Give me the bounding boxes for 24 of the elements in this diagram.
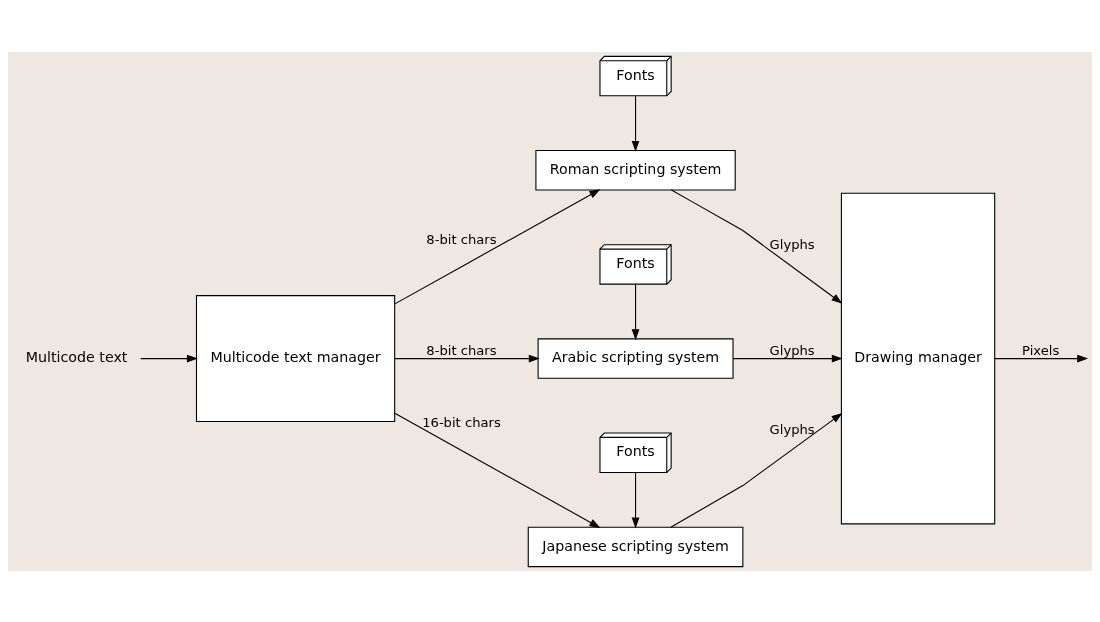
arrow — [670, 188, 843, 304]
arrow — [994, 354, 1089, 362]
node-box: Japanese scripting system — [527, 526, 744, 567]
arrow — [394, 354, 540, 362]
arrow — [631, 95, 640, 152]
node-box: Roman scripting system — [535, 149, 736, 190]
edge-label: Glyphs — [769, 421, 815, 437]
edge-label: 8-bit chars — [426, 342, 497, 358]
edge-label: 16-bit chars — [422, 414, 501, 430]
node-box: Multicode text manager — [195, 294, 396, 422]
arrow — [670, 412, 843, 528]
node-box: Drawing manager — [840, 192, 996, 524]
edge-label: Glyphs — [769, 236, 815, 252]
node-box: Arabic scripting system — [537, 337, 734, 379]
arrow — [732, 354, 843, 362]
edge-label: Glyphs — [769, 342, 815, 358]
arrow — [631, 283, 640, 340]
arrow — [140, 354, 198, 362]
arrow — [631, 471, 640, 528]
edge-label: 8-bit chars — [426, 231, 497, 247]
edge-label: Pixels — [1022, 342, 1060, 358]
arrow — [394, 188, 601, 304]
arrow — [394, 412, 601, 528]
node-text: Multicode text — [25, 348, 128, 365]
